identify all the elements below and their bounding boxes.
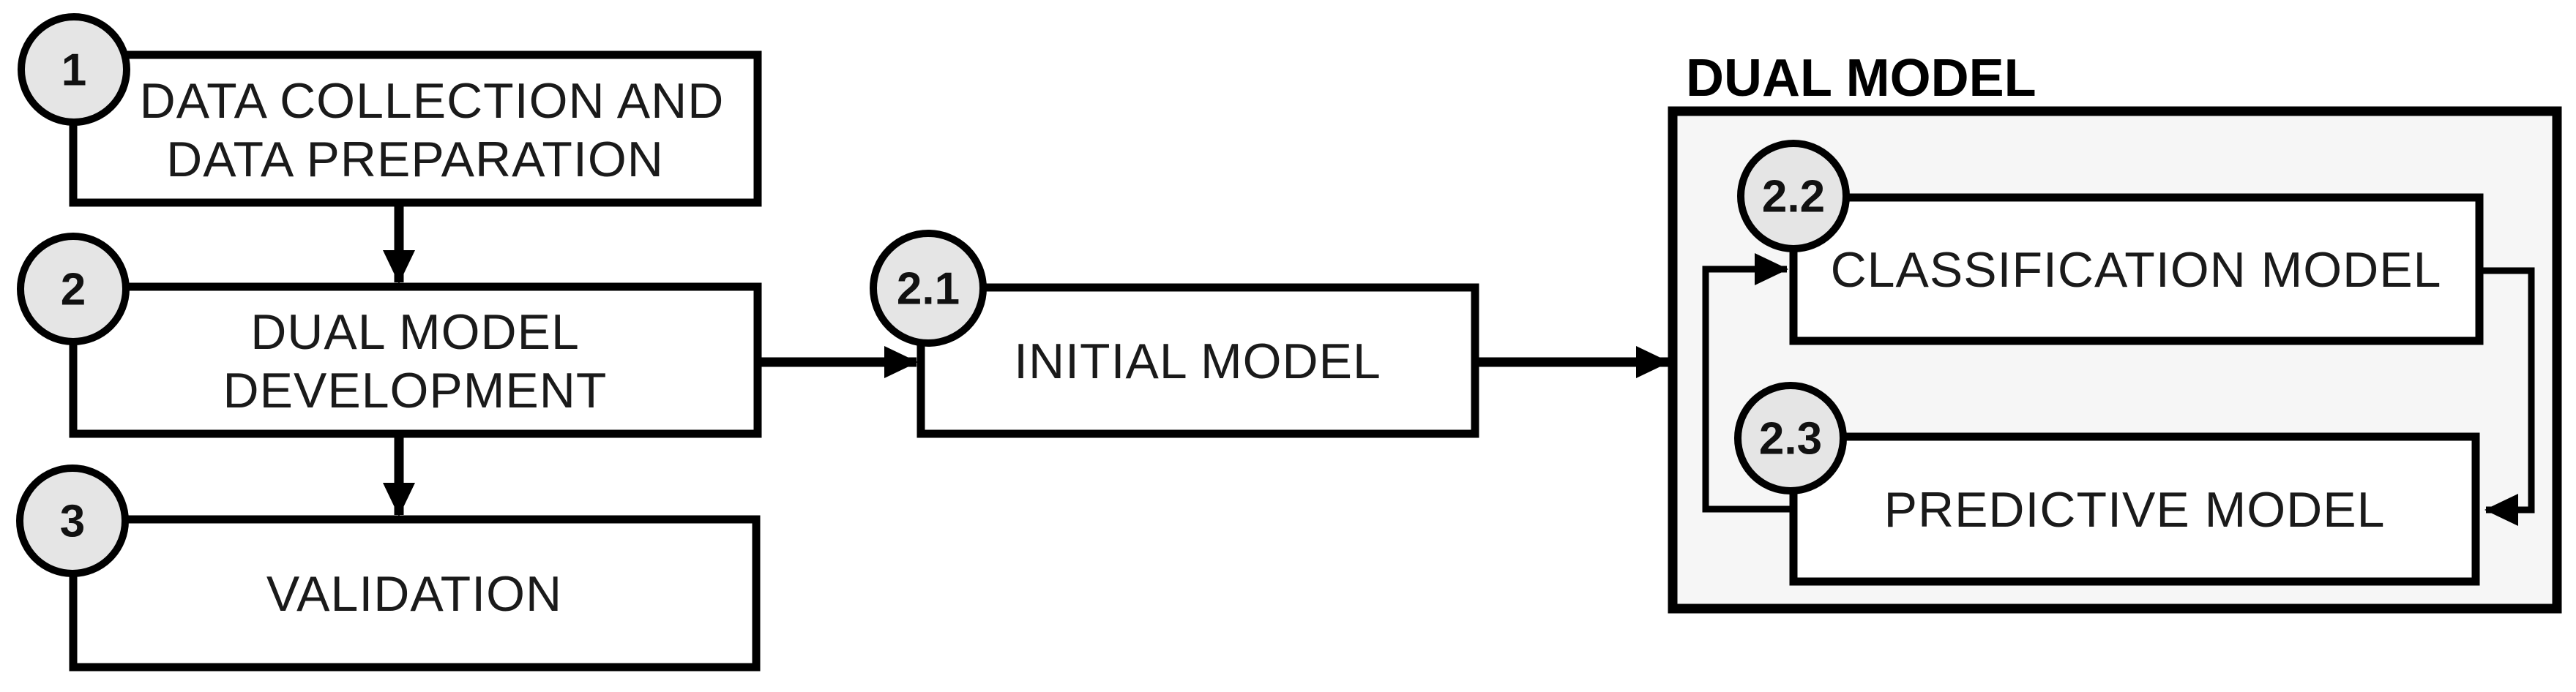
step1-label-line2: DATA PREPARATION: [166, 132, 664, 187]
node-initial-model: INITIAL MODEL 2.1: [870, 230, 1479, 438]
step2-label-line1: DUAL MODEL: [250, 304, 580, 360]
predictive-model-badge-number: 2.3: [1759, 414, 1822, 465]
node-step3: VALIDATION 3: [16, 465, 761, 672]
classification-model-label: CLASSIFICATION MODEL: [1831, 242, 2442, 298]
step1-label-line1: DATA COLLECTION AND: [140, 73, 725, 129]
classification-model-badge-circle: [1737, 140, 1850, 252]
step3-badge-circle: [16, 465, 129, 577]
step2-box: [69, 282, 762, 438]
classification-model-badge-number: 2.2: [1762, 172, 1825, 222]
predictive-model-box: [1789, 432, 2480, 586]
initial-model-box: [916, 283, 1479, 438]
node-step2: DUAL MODEL DEVELOPMENT 2: [17, 233, 762, 438]
loop-classification-to-predictive: [2479, 267, 2535, 526]
step3-badge-number: 3: [60, 497, 85, 547]
step1-badge-circle: [18, 13, 130, 126]
predictive-model-label: PREDICTIVE MODEL: [1884, 482, 2386, 538]
step2-badge-number: 2: [61, 265, 86, 315]
node-predictive-model: PREDICTIVE MODEL 2.3: [1734, 382, 2480, 586]
feedback-loop-arrows: [1702, 253, 2535, 526]
classification-model-box: [1789, 193, 2484, 345]
predictive-model-badge-circle: [1734, 382, 1847, 494]
node-step1: DATA COLLECTION AND DATA PREPARATION 1: [18, 13, 762, 207]
dual-model-container-title: DUAL MODEL: [1686, 49, 2036, 108]
step1-badge-number: 1: [61, 45, 86, 96]
flow-arrows: [383, 203, 1670, 516]
initial-model-badge-number: 2.1: [897, 264, 960, 315]
step2-label-line2: DEVELOPMENT: [223, 363, 608, 418]
step3-label-line1: VALIDATION: [266, 566, 562, 622]
initial-model-label: INITIAL MODEL: [1014, 334, 1381, 389]
loop-predictive-to-classification: [1702, 253, 1793, 513]
initial-model-badge-circle: [870, 230, 987, 347]
step3-box: [69, 515, 761, 672]
step1-box: [69, 50, 762, 207]
node-classification-model: CLASSIFICATION MODEL 2.2: [1737, 140, 2484, 345]
step2-badge-circle: [17, 233, 130, 345]
